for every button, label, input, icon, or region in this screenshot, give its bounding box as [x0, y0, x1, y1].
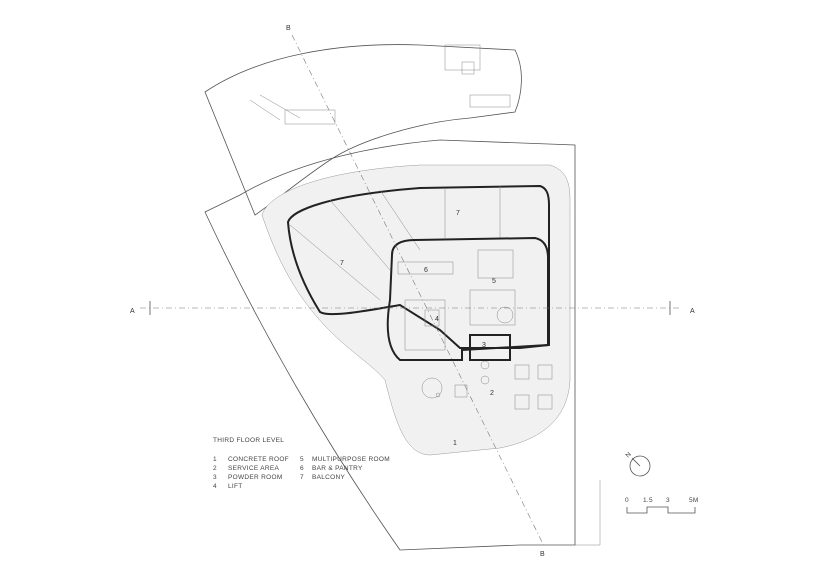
section-a-left-label: A	[130, 308, 135, 315]
legend-num: 5	[300, 456, 304, 463]
north-label: N	[624, 451, 632, 459]
legend-num: 2	[213, 465, 217, 472]
scale-tick: 3	[666, 497, 670, 504]
room-label-3: 3	[482, 342, 486, 349]
north-arrow-icon: N	[624, 451, 651, 477]
room-label-2: 2	[490, 390, 494, 397]
room-label-6: 6	[424, 267, 428, 274]
plan-title: THIRD FLOOR LEVEL	[213, 437, 284, 444]
scale-tick: 1.5	[643, 497, 653, 504]
legend-label: BAR & PANTRY	[312, 465, 363, 472]
scale-tick: 5M	[689, 497, 699, 504]
legend-num: 6	[300, 465, 304, 472]
multipurpose-room-walls	[386, 236, 549, 361]
legend-label: POWDER ROOM	[228, 474, 283, 481]
concrete-roof	[261, 164, 571, 456]
balcony-rays	[289, 186, 501, 301]
section-line-b	[291, 34, 546, 549]
site-edge-right	[575, 480, 601, 546]
room-label-5: 5	[492, 278, 496, 285]
room-label-7a: 7	[456, 210, 460, 217]
scale-bar: 0 1.5 3 5M	[625, 497, 699, 514]
legend-label: CONCRETE ROOF	[228, 456, 289, 463]
site-boundary	[204, 139, 576, 551]
legend: THIRD FLOOR LEVEL 1 CONCRETE ROOF 2 SERV…	[213, 437, 390, 490]
legend-num: 3	[213, 474, 217, 481]
legend-label: BALCONY	[312, 474, 346, 481]
lower-level-furniture	[249, 44, 511, 125]
legend-num: 4	[213, 483, 217, 490]
room-label-1: 1	[453, 440, 457, 447]
legend-label: LIFT	[228, 483, 243, 490]
legend-num: 7	[300, 474, 304, 481]
balcony-outline	[286, 184, 550, 349]
legend-label: MULTIPURPOSE ROOM	[312, 456, 390, 463]
room-label-4: 4	[435, 316, 439, 323]
furniture	[397, 249, 553, 410]
scale-tick: 0	[625, 497, 629, 504]
lower-level-outline	[204, 44, 522, 216]
legend-num: 1	[213, 456, 217, 463]
room-label-7b: 7	[340, 260, 344, 267]
section-b-bottom-label: B	[540, 551, 545, 558]
legend-label: SERVICE AREA	[228, 465, 280, 472]
powder-room	[469, 334, 511, 361]
section-b-top-label: B	[286, 25, 291, 32]
section-a-right-label: A	[690, 308, 695, 315]
